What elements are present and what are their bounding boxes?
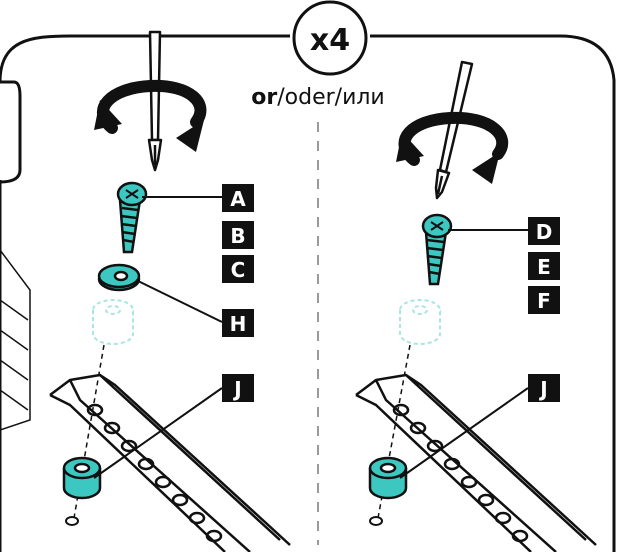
svg-text:C: C <box>231 258 246 282</box>
svg-text:H: H <box>230 312 247 336</box>
label-H: H <box>222 309 254 337</box>
svg-text:J: J <box>232 377 241 401</box>
left-panel: A B C H J <box>49 30 291 552</box>
adjacent-step-fragment <box>0 249 31 431</box>
alternative-rest: /oder/или <box>277 85 385 110</box>
label-J-right: J <box>528 374 560 402</box>
leader-lines <box>399 229 529 479</box>
label-D: D <box>528 217 560 245</box>
screw-icon <box>421 213 453 286</box>
rotate-arrowhead <box>396 132 424 162</box>
label-F: F <box>528 286 560 314</box>
svg-text:B: B <box>230 224 245 248</box>
washer-icon <box>97 263 141 292</box>
floor-hole <box>65 516 79 526</box>
svg-text:J: J <box>538 377 547 401</box>
spacer-icon <box>92 299 134 345</box>
svg-text:F: F <box>537 289 551 313</box>
rotate-arrowhead-2 <box>472 152 500 184</box>
alternative-first: or <box>251 85 277 110</box>
alternative-text: or/oder/или <box>251 85 384 110</box>
panel-frame <box>0 34 616 552</box>
nut-icon <box>62 456 102 500</box>
leader-lines <box>93 196 223 479</box>
rotate-arrowhead-2 <box>176 120 204 152</box>
label-B: B <box>222 221 254 249</box>
screwdriver-icon <box>147 30 163 172</box>
label-E: E <box>528 252 560 280</box>
label-C: C <box>222 255 254 283</box>
svg-text:D: D <box>536 220 553 244</box>
label-J-left: J <box>222 374 254 402</box>
quantity-label: x4 <box>310 23 350 58</box>
rotate-arrowhead <box>94 100 122 130</box>
screw-icon <box>116 181 148 254</box>
spacer-icon <box>399 299 441 345</box>
bracket-rail-icon <box>355 373 597 552</box>
screwdriver-icon <box>434 60 474 200</box>
right-panel: D E F J <box>355 60 597 552</box>
floor-hole <box>369 516 383 526</box>
label-A: A <box>222 184 254 212</box>
svg-text:A: A <box>230 187 246 211</box>
svg-text:E: E <box>537 255 551 279</box>
nut-icon <box>368 456 408 500</box>
quantity-badge: x4 <box>292 0 368 76</box>
bracket-rail-icon <box>49 373 291 552</box>
